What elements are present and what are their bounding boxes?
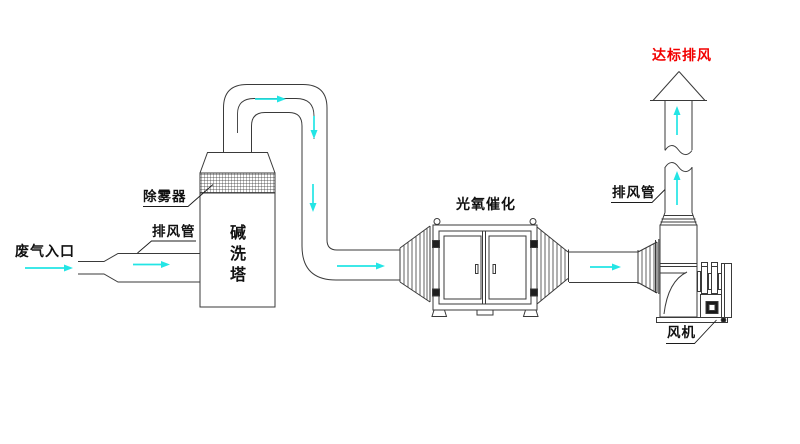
- leader-duct-right: [611, 189, 666, 203]
- label-photo-oxygen-catalysis: 光氧催化: [456, 197, 516, 213]
- outlet-cone: [536, 226, 569, 305]
- label-exhaust-duct-left: 排风管: [152, 224, 196, 240]
- alkali-scrubber-tower: [199, 152, 276, 308]
- motor-base: [700, 294, 722, 318]
- fan-base-frame: [656, 317, 728, 323]
- leader-demister: [143, 184, 214, 207]
- lifting-eye: [433, 218, 441, 225]
- flow-arrows: [25, 95, 681, 272]
- motor-drive: [697, 262, 722, 294]
- pipe-centerline: [237, 98, 315, 139]
- door-left: [443, 235, 482, 300]
- leader-lines: [137, 184, 717, 344]
- label-exhaust-duct-right: 排风管: [612, 185, 656, 201]
- pipe-break-symbol: [664, 145, 693, 156]
- label-alkali-scrubber-tower: 碱洗塔: [227, 224, 246, 287]
- leader-duct-left: [137, 240, 196, 254]
- door-handle-left: [475, 264, 479, 274]
- lifting-eye: [529, 218, 537, 225]
- inlet-cone: [399, 225, 431, 303]
- photo-oxygen-unit: [399, 218, 569, 317]
- door-right: [488, 235, 527, 300]
- label-compliant-exhaust: 达标排风: [652, 48, 712, 64]
- label-demister: 除雾器: [143, 189, 187, 205]
- pipe-break-symbol: [664, 162, 693, 173]
- catalysis-cabinet: [431, 218, 539, 317]
- label-fan: 风机: [667, 325, 696, 341]
- connecting-duct: [569, 239, 660, 294]
- hinge: [432, 240, 440, 248]
- foot: [476, 309, 494, 316]
- hinge: [530, 240, 538, 248]
- fan-inlet-cone: [637, 241, 658, 294]
- leader-fan: [666, 319, 717, 344]
- label-waste-gas-inlet: 废气入口: [15, 244, 75, 260]
- demister-hatch-band: [199, 172, 276, 194]
- waste-gas-inlet-duct: [78, 253, 200, 283]
- volute-scroll: [663, 271, 688, 315]
- hinge: [432, 288, 440, 297]
- motor-bracket: [721, 263, 732, 318]
- exhaust-stack: [650, 71, 707, 213]
- rain-cap: [650, 71, 707, 101]
- foot: [522, 309, 539, 317]
- hinge: [530, 288, 538, 297]
- door-handle-right: [492, 264, 496, 274]
- foot: [431, 309, 448, 317]
- fan-assembly: [656, 212, 732, 323]
